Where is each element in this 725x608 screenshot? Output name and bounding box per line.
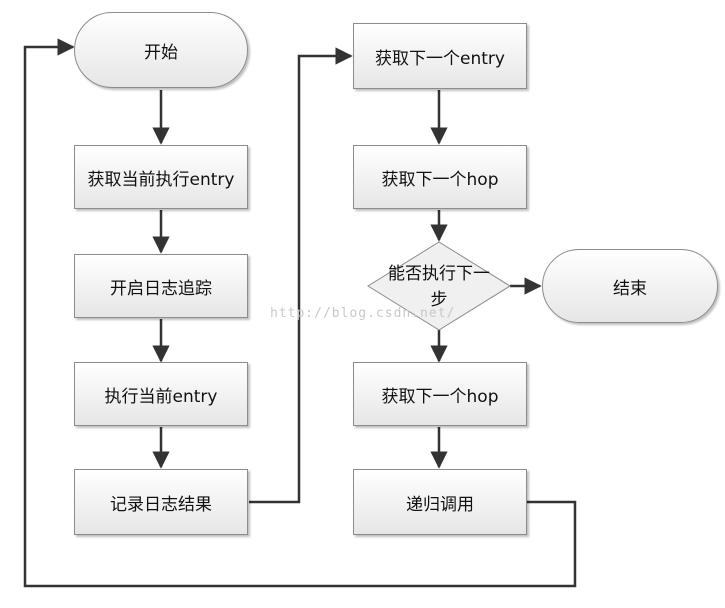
exec-current-entry-node: 执行当前entry	[74, 362, 248, 426]
open-log-trace-label: 开启日志追踪	[110, 278, 212, 299]
watermark: http://blog.csdn.net/	[270, 306, 456, 321]
get-next-hop-node-2: 获取下一个hop	[353, 362, 527, 426]
get-next-hop-node-1: 获取下一个hop	[353, 145, 527, 209]
end-node: 结束	[542, 249, 718, 323]
decision-diamond	[367, 241, 511, 331]
exec-current-entry-label: 执行当前entry	[104, 386, 218, 407]
end-label: 结束	[613, 278, 647, 299]
recursive-call-label: 递归调用	[406, 494, 474, 515]
recursive-call-node: 递归调用	[353, 469, 527, 535]
arrow-recursive-to-start	[23, 38, 577, 588]
start-node: 开始	[74, 12, 248, 88]
open-log-trace-node: 开启日志追踪	[74, 254, 248, 318]
record-log-result-label: 记录日志结果	[110, 494, 212, 515]
can-exec-next-step-label: 能否执行下一步	[388, 264, 490, 310]
get-next-entry-node: 获取下一个entry	[353, 23, 527, 89]
arrow-record-to-next-entry	[249, 47, 353, 504]
get-next-hop-label-1: 获取下一个hop	[381, 169, 499, 190]
start-label: 开始	[144, 42, 178, 63]
get-next-entry-label: 获取下一个entry	[375, 48, 505, 69]
get-current-entry-label: 获取当前执行entry	[87, 169, 235, 190]
get-current-entry-node: 获取当前执行entry	[74, 145, 248, 209]
get-next-hop-label-2: 获取下一个hop	[381, 386, 499, 407]
record-log-result-node: 记录日志结果	[74, 469, 248, 535]
